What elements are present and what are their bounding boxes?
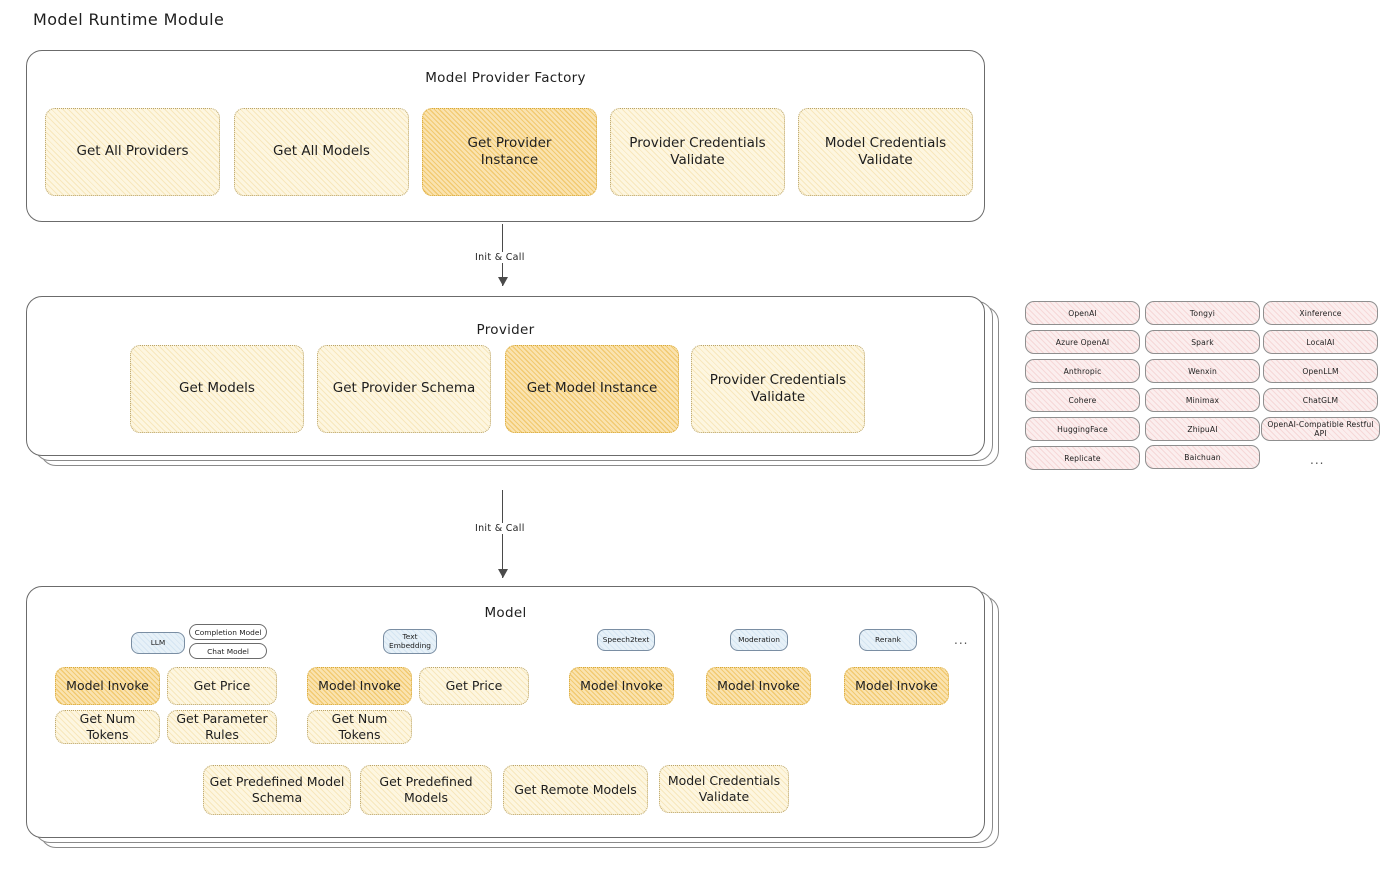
model-common-method-model-credentials-validate[interactable]: Model Credentials Validate <box>659 765 789 813</box>
factory-method-model-credentials-validate[interactable]: Model Credentials Validate <box>798 108 973 196</box>
provider-chip-openllm[interactable]: OpenLLM <box>1263 359 1378 383</box>
model-common-method-model-credentials-validate-label: Model Credentials Validate <box>667 773 781 804</box>
model-type-badge-speech2text[interactable]: Speech2text <box>597 629 655 651</box>
model-type-badge-text-embedding-label: Text Embedding <box>389 631 431 650</box>
provider-chip-chatglm[interactable]: ChatGLM <box>1263 388 1378 412</box>
arrow-provider-to-model-line <box>502 490 504 578</box>
provider-chip-wenxin[interactable]: Wenxin <box>1145 359 1260 383</box>
model-rerank-method-model-invoke[interactable]: Model Invoke <box>844 667 949 705</box>
provider-chip-cohere[interactable]: Cohere <box>1025 388 1140 412</box>
provider-method-get-models[interactable]: Get Models <box>130 345 304 433</box>
model-llm-method-get-price[interactable]: Get Price <box>167 667 277 705</box>
factory-method-get-all-models[interactable]: Get All Models <box>234 108 409 196</box>
arrow-provider-to-model-label: Init & Call <box>472 523 528 534</box>
provider-method-provider-credentials-validate-label: Provider Credentials Validate <box>709 371 847 405</box>
model-type-badge-text-embedding[interactable]: Text Embedding <box>383 629 437 654</box>
model-common-method-get-predefined-models-label: Get Predefined Models <box>379 774 473 805</box>
model-container: Model LLM Completion Model Chat Model Mo… <box>26 586 985 838</box>
model-llm-method-model-invoke[interactable]: Model Invoke <box>55 667 160 705</box>
provider-chip-zhipuai[interactable]: ZhipuAI <box>1145 417 1260 441</box>
model-provider-factory-container: Model Provider Factory Get All Providers… <box>26 50 985 222</box>
model-sub-badge-completion-model[interactable]: Completion Model <box>189 624 267 640</box>
provider-chip-huggingface[interactable]: HuggingFace <box>1025 417 1140 441</box>
model-common-method-get-predefined-models[interactable]: Get Predefined Models <box>360 765 492 815</box>
provider-chip-azure-openai[interactable]: Azure OpenAI <box>1025 330 1140 354</box>
model-text-embedding-method-model-invoke[interactable]: Model Invoke <box>307 667 412 705</box>
provider-title: Provider <box>476 322 535 338</box>
provider-chip-spark[interactable]: Spark <box>1145 330 1260 354</box>
provider-chip-localai[interactable]: LocalAI <box>1263 330 1378 354</box>
model-types-more: ... <box>954 633 969 647</box>
provider-chip-minimax[interactable]: Minimax <box>1145 388 1260 412</box>
provider-chip-openai-compatible-restful-api[interactable]: OpenAI-Compatible Restful API <box>1261 417 1380 441</box>
model-speech2text-method-model-invoke[interactable]: Model Invoke <box>569 667 674 705</box>
model-sub-badge-chat-model[interactable]: Chat Model <box>189 643 267 659</box>
model-type-badge-moderation[interactable]: Moderation <box>730 629 788 651</box>
model-title: Model <box>484 605 527 621</box>
model-text-embedding-method-get-price[interactable]: Get Price <box>419 667 529 705</box>
model-type-badge-rerank[interactable]: Rerank <box>859 629 917 651</box>
model-provider-factory-title: Model Provider Factory <box>425 70 586 86</box>
model-llm-method-get-num-tokens[interactable]: Get Num Tokens <box>55 710 160 744</box>
provider-method-provider-credentials-validate[interactable]: Provider Credentials Validate <box>691 345 865 433</box>
factory-method-provider-credentials-validate[interactable]: Provider Credentials Validate <box>610 108 785 196</box>
model-llm-method-get-parameter-rules-label: Get Parameter Rules <box>176 711 268 742</box>
factory-method-provider-credentials-validate-label: Provider Credentials Validate <box>629 134 766 168</box>
factory-method-get-provider-instance-label: Get Provider Instance <box>467 134 552 168</box>
page-title: Model Runtime Module <box>33 10 225 29</box>
provider-chip-openai[interactable]: OpenAI <box>1025 301 1140 325</box>
arrow-provider-to-model-head <box>497 569 508 578</box>
factory-method-get-provider-instance[interactable]: Get Provider Instance <box>422 108 597 196</box>
model-moderation-method-model-invoke[interactable]: Model Invoke <box>706 667 811 705</box>
provider-container: Provider Get Models Get Provider Schema … <box>26 296 985 456</box>
provider-chip-tongyi[interactable]: Tongyi <box>1145 301 1260 325</box>
provider-list-more: ... <box>1310 453 1325 467</box>
arrow-factory-to-provider-label: Init & Call <box>472 252 528 263</box>
provider-chip-replicate[interactable]: Replicate <box>1025 446 1140 470</box>
provider-chip-anthropic[interactable]: Anthropic <box>1025 359 1140 383</box>
model-type-badge-llm[interactable]: LLM <box>131 632 185 654</box>
factory-method-get-all-providers[interactable]: Get All Providers <box>45 108 220 196</box>
model-text-embedding-method-get-num-tokens[interactable]: Get Num Tokens <box>307 710 412 744</box>
model-llm-method-get-parameter-rules[interactable]: Get Parameter Rules <box>167 710 277 744</box>
model-common-method-get-predefined-model-schema-label: Get Predefined Model Schema <box>209 774 345 805</box>
provider-chip-baichuan[interactable]: Baichuan <box>1145 445 1260 469</box>
arrow-factory-to-provider-head <box>497 277 508 286</box>
provider-method-get-model-instance[interactable]: Get Model Instance <box>505 345 679 433</box>
provider-method-get-provider-schema[interactable]: Get Provider Schema <box>317 345 491 433</box>
provider-chip-xinference[interactable]: Xinference <box>1263 301 1378 325</box>
factory-method-model-credentials-validate-label: Model Credentials Validate <box>824 134 947 168</box>
model-common-method-get-predefined-model-schema[interactable]: Get Predefined Model Schema <box>203 765 351 815</box>
model-common-method-get-remote-models[interactable]: Get Remote Models <box>503 765 648 815</box>
